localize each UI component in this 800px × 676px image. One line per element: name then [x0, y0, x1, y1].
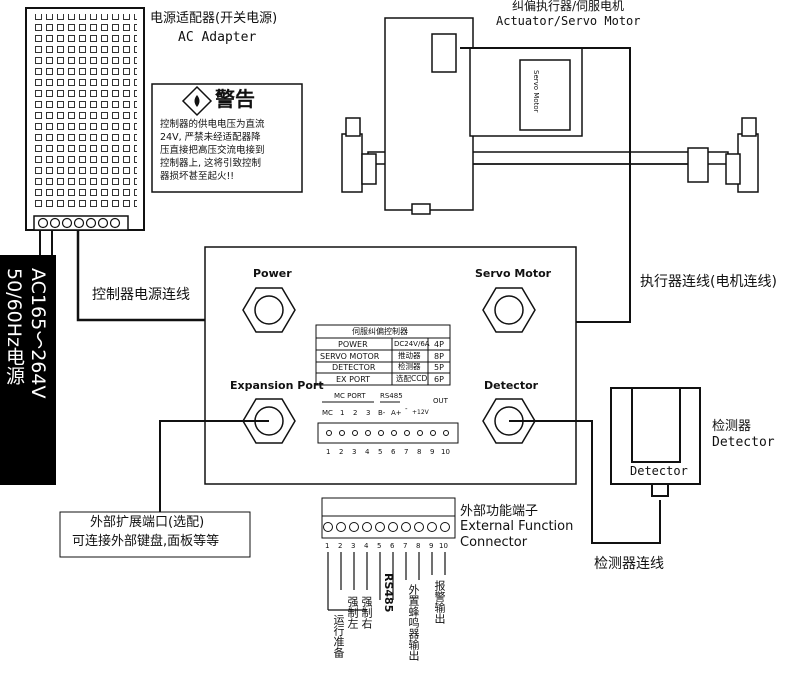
external-connector	[321, 497, 456, 539]
terminal-group-out: OUT	[433, 397, 448, 405]
external-num-2: 2	[338, 542, 343, 550]
terminal-group-mc-port: MC PORT	[334, 392, 366, 400]
external-num-5: 5	[377, 542, 382, 550]
adapter-title-en: AC Adapter	[178, 30, 257, 45]
mains-banner-line2: 50/60Hz电源	[3, 268, 25, 386]
spec-row-2-pins: 8P	[434, 352, 444, 361]
terminal-num-2: 2	[339, 448, 344, 456]
terminal-pin-label-6: A+	[391, 409, 402, 417]
external-num-6: 6	[390, 542, 395, 550]
port-label-expansion: Expansion Port	[230, 379, 324, 392]
spec-row-2-desc: 推动器	[398, 351, 421, 360]
terminal-pin-label-7: -	[405, 405, 408, 413]
power-cable-label: 控制器电源连线	[92, 287, 190, 303]
spec-row-1-name: POWER	[338, 340, 368, 349]
motor-label: Servo Motor	[532, 70, 540, 113]
terminal-block	[317, 422, 459, 444]
detector-title-cn: 检测器	[712, 419, 752, 434]
external-num-3: 3	[351, 542, 356, 550]
gland-power	[242, 287, 296, 333]
spec-row-4-name: EX PORT	[336, 375, 371, 384]
terminal-num-10: 10	[441, 448, 450, 456]
warning-box	[151, 83, 303, 193]
terminal-num-5: 5	[378, 448, 383, 456]
external-title-en-1: External Function	[460, 519, 574, 534]
spec-table	[315, 324, 451, 386]
expansion-cable	[159, 420, 269, 512]
gland-servo	[482, 287, 536, 333]
warning-line-1: 控制器的供电电压为直流	[160, 119, 265, 130]
actuator-cable-label: 执行器连线(电机连线)	[640, 274, 777, 290]
spec-row-3-pins: 5P	[434, 363, 444, 372]
external-label-rs485: RS485	[382, 573, 395, 613]
warning-line-5: 器损坏甚至起火!!	[160, 171, 235, 182]
external-label-force-left: 强制左	[346, 596, 359, 629]
terminal-num-6: 6	[391, 448, 396, 456]
external-label-alarm: 报警输出	[433, 580, 446, 624]
spec-row-4-desc: 选配CCD	[396, 374, 428, 383]
spec-row-4-pins: 6P	[434, 375, 444, 384]
port-label-power: Power	[253, 267, 292, 280]
terminal-pin-label-8: +12V	[412, 409, 429, 416]
adapter-terminal-screws	[37, 217, 121, 229]
spec-row-2-name: SERVO MOTOR	[320, 352, 380, 361]
terminal-num-8: 8	[417, 448, 422, 456]
terminal-num-3: 3	[352, 448, 357, 456]
terminal-num-1: 1	[326, 448, 331, 456]
warning-line-4: 控制器上, 这将引致控制	[160, 158, 262, 169]
actuator-title-cn: 纠偏执行器/伺服电机	[512, 0, 625, 13]
external-num-7: 7	[403, 542, 408, 550]
warning-line-3: 压直接把高压交流电接到	[160, 145, 265, 156]
mains-banner	[0, 255, 56, 485]
terminal-pin-label-3: 2	[353, 409, 358, 417]
detector-body-label: Detector	[630, 464, 688, 478]
ac-adapter	[25, 7, 145, 231]
terminal-num-4: 4	[365, 448, 370, 456]
warning-line-2: 24V, 严禁未经适配器降	[160, 132, 261, 143]
port-label-detector: Detector	[484, 379, 539, 392]
external-num-10: 10	[439, 542, 448, 550]
terminal-group-rs485: RS485	[380, 392, 403, 400]
expansion-note-line1: 外部扩展端口(选配)	[90, 515, 205, 530]
terminal-num-9: 9	[430, 448, 435, 456]
external-title-en-2: Connector	[460, 535, 528, 550]
actuator-title-en: Actuator/Servo Motor	[496, 14, 641, 28]
terminal-pin-label-2: 1	[340, 409, 345, 417]
adapter-title-cn: 电源适配器(开关电源)	[150, 11, 278, 26]
actuator-assembly	[341, 17, 759, 215]
power-cable	[76, 230, 255, 322]
external-label-ready: 运行准备	[332, 614, 345, 658]
detector-cable	[509, 420, 661, 544]
warning-title: 警告	[215, 87, 255, 111]
external-num-9: 9	[429, 542, 434, 550]
external-label-buzzer: 外置蜂鸣器输出	[407, 584, 420, 661]
external-num-4: 4	[364, 542, 369, 550]
spec-row-1-desc: DC24V/6A	[394, 340, 430, 348]
spec-row-3-desc: 检测器	[398, 362, 421, 371]
external-label-force-right: 强制右	[360, 596, 373, 629]
mains-wires	[39, 230, 53, 255]
external-wiring	[327, 552, 446, 611]
terminal-pin-label-1: MC	[322, 409, 333, 417]
detector-title-en: Detector	[712, 435, 775, 450]
terminal-pin-label-5: B-	[378, 409, 386, 417]
spec-table-header: 伺服纠偏控制器	[352, 327, 408, 336]
mains-banner-line1: AC165～264V	[27, 268, 49, 399]
detector-body	[610, 387, 701, 497]
terminal-pin-label-4: 3	[366, 409, 371, 417]
spec-row-1-pins: 4P	[434, 340, 444, 349]
port-label-servo: Servo Motor	[475, 267, 552, 280]
external-num-1: 1	[325, 542, 330, 550]
spec-row-3-name: DETECTOR	[332, 363, 376, 372]
external-title-cn: 外部功能端子	[460, 504, 539, 519]
expansion-note-box	[59, 511, 251, 558]
detector-cable-label: 检测器连线	[594, 556, 664, 572]
external-num-8: 8	[416, 542, 421, 550]
expansion-note-line2: 可连接外部键盘,面板等等	[72, 534, 220, 549]
terminal-num-7: 7	[404, 448, 409, 456]
